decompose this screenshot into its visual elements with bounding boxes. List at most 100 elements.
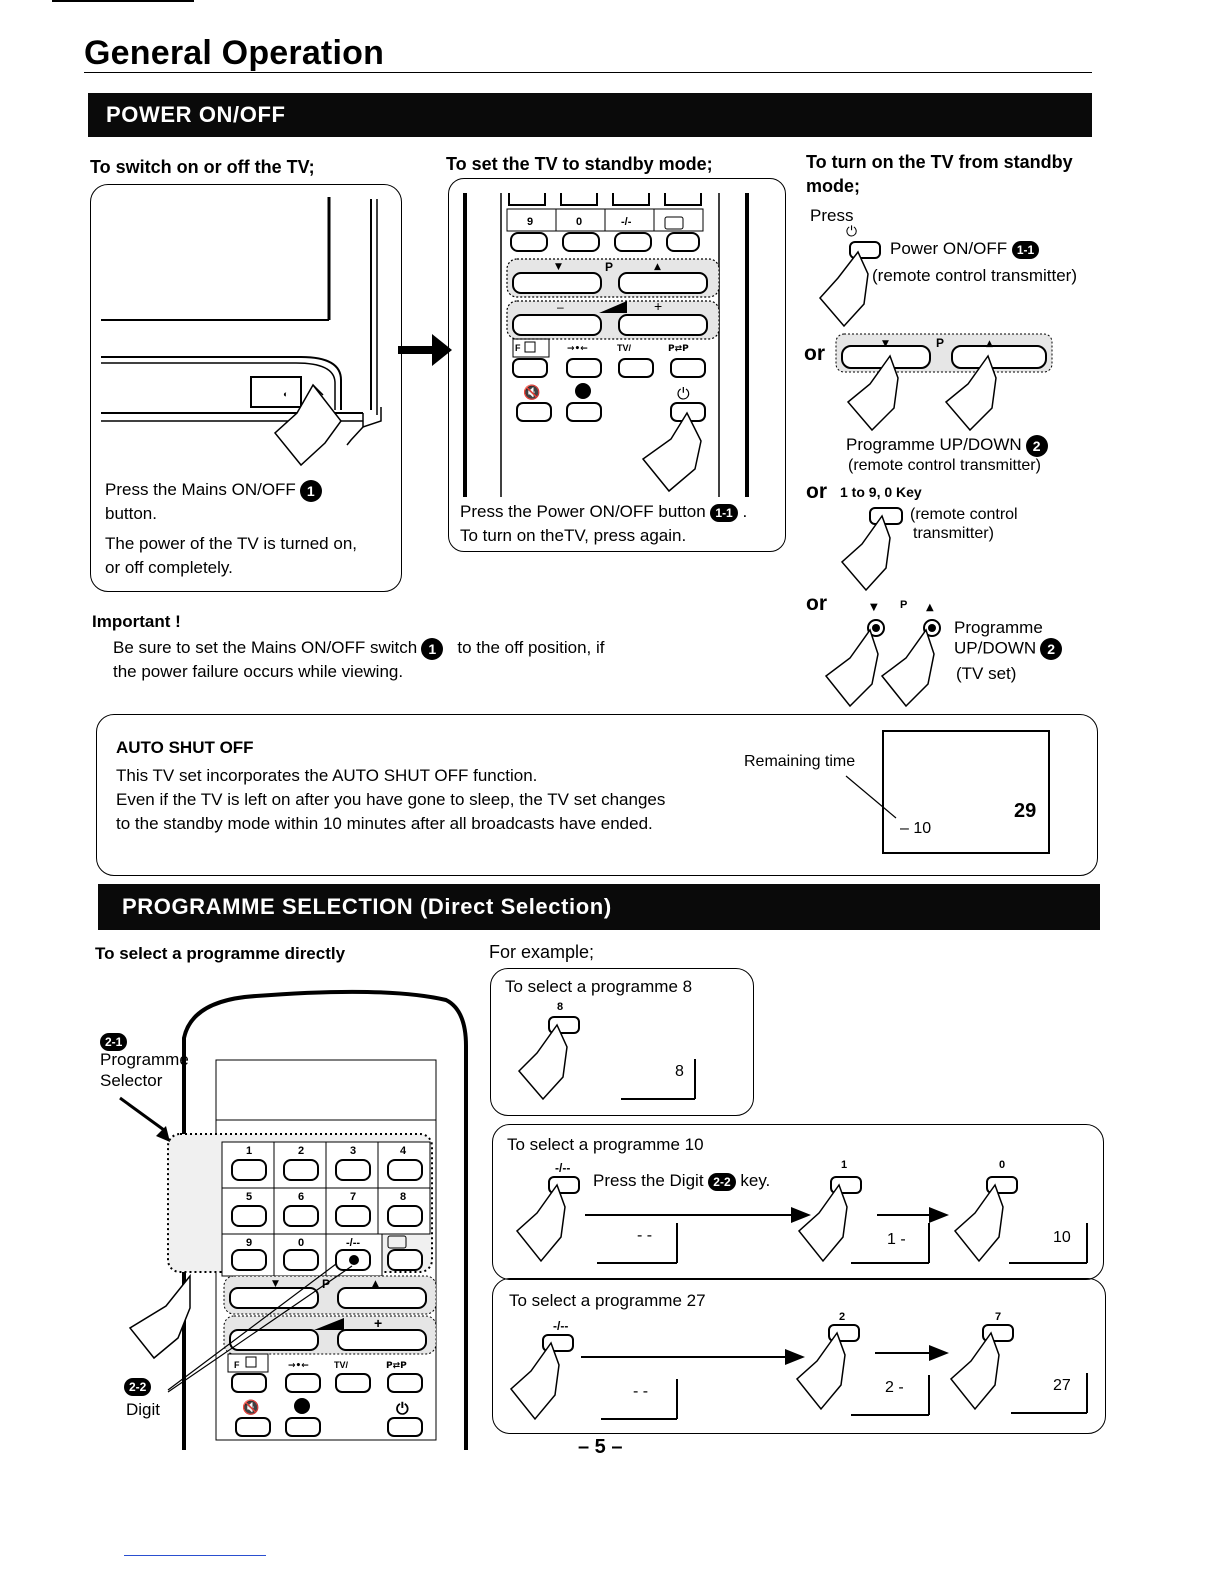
svg-text:▲: ▲	[926, 602, 934, 613]
svg-text:–: –	[557, 300, 564, 314]
programme-updown-note: (remote control transmitter)	[848, 457, 1041, 474]
example2-display1: - -	[637, 1227, 653, 1244]
example3-display3: 27	[1053, 1377, 1071, 1394]
svg-text:🔇: 🔇	[523, 384, 540, 401]
svg-text:0: 0	[298, 1237, 304, 1249]
example2-display3: 10	[1053, 1229, 1071, 1246]
svg-text:-/-: -/-	[621, 216, 632, 228]
channel-number: 29	[1014, 800, 1037, 822]
example3-display2: 2 -	[885, 1379, 904, 1396]
svg-text:◐: ◐	[283, 389, 288, 399]
example2-sequence-illustration	[515, 1176, 1088, 1264]
example2-key1-label: -/--	[555, 1161, 571, 1175]
example1-display: 8	[675, 1063, 684, 1080]
example3-key1-label: -/--	[553, 1319, 569, 1333]
svg-text:F: F	[234, 1360, 240, 1370]
svg-text:▲: ▲	[986, 339, 993, 349]
auto-shut-off-line2: Even if the TV is left on after you have…	[116, 790, 666, 809]
mains-text: Press the Mains ON/OFF	[105, 480, 296, 499]
tv-set-illustration: ◐	[101, 197, 382, 467]
top-rule	[52, 0, 194, 2]
svg-text:4: 4	[400, 1145, 407, 1157]
selector-badge-text: 2-1	[100, 1033, 128, 1051]
svg-text:TV/: TV/	[334, 1360, 349, 1370]
svg-text:⏻: ⏻	[396, 1399, 409, 1418]
programme-selection-header: PROGRAMME SELECTION (Direct Selection)	[98, 884, 1100, 930]
power-onoff-label: Power ON/OFF 1-1	[890, 237, 1040, 261]
svg-text:→•←: →•←	[567, 344, 588, 354]
tv-programme-label1: Programme	[954, 618, 1043, 637]
page-number: – 5 –	[578, 1436, 623, 1458]
example3-sequence-illustration	[509, 1324, 1088, 1421]
svg-text:▼: ▼	[555, 262, 562, 272]
power-section-header: POWER ON/OFF	[88, 93, 1092, 137]
svg-text:P: P	[936, 336, 944, 350]
standby-heading: To set the TV to standby mode;	[446, 154, 713, 174]
auto-shut-off-line1: This TV set incorporates the AUTO SHUT O…	[116, 766, 538, 785]
mains-badge: 1	[299, 479, 322, 502]
power-onoff-text: Power ON/OFF	[890, 239, 1008, 258]
svg-text:TV/: TV/	[617, 343, 632, 353]
svg-text:F: F	[515, 343, 521, 353]
svg-text:▲: ▲	[654, 262, 661, 272]
svg-text:🔇: 🔇	[242, 1399, 259, 1416]
number-keys-label: 1 to 9, 0 Key	[840, 484, 922, 500]
power-onoff-note: (remote control transmitter)	[872, 266, 1077, 285]
svg-text:⏻: ⏻	[846, 224, 857, 240]
selector-label1: Programme	[100, 1050, 189, 1069]
example3-display1: - -	[633, 1383, 649, 1400]
svg-text:▼: ▼	[882, 339, 889, 349]
example3-key2-label: 2	[839, 1311, 846, 1323]
example2-title: To select a programme 10	[507, 1135, 704, 1154]
or-label-2: or	[806, 480, 827, 503]
power-result-line2: or off completely.	[105, 558, 233, 577]
svg-text:8: 8	[400, 1191, 406, 1203]
svg-text:1: 1	[246, 1145, 252, 1157]
programme-updown-text: Programme UP/DOWN	[846, 435, 1022, 454]
svg-text:+: +	[654, 298, 662, 314]
number-key-finger-icon	[840, 507, 903, 592]
svg-text:P⇄P: P⇄P	[668, 344, 689, 354]
svg-text:7: 7	[350, 1191, 356, 1203]
power-onoff-badge: 1-1	[1011, 240, 1040, 259]
standby-again-text: To turn on theTV, press again.	[460, 526, 687, 545]
tv-programme-updown-text: UP/DOWN	[954, 638, 1037, 658]
svg-text:→•←: →•←	[288, 1361, 309, 1371]
svg-text:⏻: ⏻	[677, 384, 690, 403]
example2-digit-badge: 2-2	[708, 1172, 736, 1191]
from-standby-heading: To turn on the TV from standby mode;	[806, 152, 1073, 196]
svg-text:9: 9	[527, 216, 533, 228]
example2-press-text: Press the Digit 2-2 key.	[593, 1169, 770, 1193]
pointer-line-icon	[845, 775, 897, 819]
auto-shut-off-line3: to the standby mode within 10 minutes af…	[116, 814, 653, 833]
svg-text:3: 3	[350, 1145, 356, 1157]
tv-p-label: P	[900, 599, 908, 611]
direct-selection-heading: To select a programme directly	[95, 944, 346, 963]
svg-text:-/--: -/--	[346, 1237, 360, 1249]
example1-finger-icon	[517, 1016, 696, 1101]
page-title: General Operation	[84, 34, 385, 72]
example2-display2: 1 -	[887, 1231, 906, 1248]
remote-standby-box: 9 0 -/- P ▼ ▲ – + F →•← TV/ P⇄P 🔇	[448, 178, 786, 552]
svg-text:P⇄P: P⇄P	[386, 1361, 407, 1371]
important-line2: the power failure occurs while viewing.	[113, 662, 404, 681]
power-result-line1: The power of the TV is turned on,	[105, 534, 357, 553]
example-programme-8-box: To select a programme 8 8 8	[490, 968, 754, 1116]
example2-press-label: Press the Digit	[593, 1171, 704, 1190]
important-title: Important !	[92, 612, 181, 631]
svg-text:+: +	[374, 1315, 382, 1331]
tv-programme-buttons-finger-icon: ▼ ▲	[824, 602, 941, 708]
remote-standby-illustration: 9 0 -/- P ▼ ▲ – + F →•← TV/ P⇄P 🔇	[463, 193, 749, 497]
example3-title: To select a programme 27	[509, 1291, 706, 1310]
svg-text:9: 9	[246, 1237, 252, 1249]
tv-programme-badge: 2	[1040, 638, 1063, 660]
important-text-b: to the off position, if	[457, 638, 605, 657]
standby-instruction: Press the Power ON/OFF button 1-1 .	[460, 500, 747, 524]
mains-button-text: button.	[105, 504, 157, 523]
example-programme-10-box: To select a programme 10 -/-- Press the …	[492, 1124, 1104, 1280]
auto-shut-off-title: AUTO SHUT OFF	[116, 738, 254, 757]
